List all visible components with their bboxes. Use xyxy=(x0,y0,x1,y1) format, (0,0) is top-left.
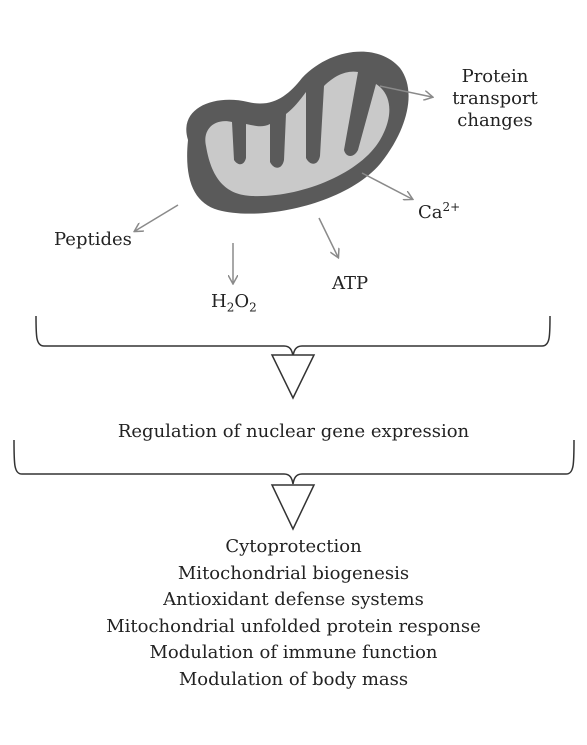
outcome-item: Modulation of immune function xyxy=(149,642,438,663)
protein-transport-line-2: transport xyxy=(452,88,538,109)
peptides-label: Peptides xyxy=(54,229,132,250)
ca-label-charge: 2+ xyxy=(442,200,461,214)
ca-label-base: Ca xyxy=(418,202,443,223)
h2o2-h-sub: 2 xyxy=(226,300,235,315)
arrow-ca xyxy=(361,172,412,199)
h2o2-o: O xyxy=(234,291,250,312)
regulation-label: Regulation of nuclear gene expression xyxy=(117,421,470,442)
h2o2-label: H2O2 xyxy=(211,291,257,319)
protein-transport-label: Protein transport changes xyxy=(440,66,550,132)
protein-transport-line-3: changes xyxy=(457,110,533,131)
ca-label: Ca2+ xyxy=(418,196,460,224)
h2o2-o-sub: 2 xyxy=(249,300,257,315)
outcome-item: Mitochondrial biogenesis xyxy=(177,562,410,584)
h2o2-h: H xyxy=(211,291,227,312)
protein-transport-line-1: Protein xyxy=(461,66,529,87)
outcome-item: Antioxidant defense systems xyxy=(163,589,424,610)
outcomes-list: Cytoprotection Mitochondrial biogenesis … xyxy=(0,534,587,693)
atp-label: ATP xyxy=(332,273,369,294)
outcome-item: Mitochondrial unfolded protein response xyxy=(106,615,481,637)
upper-brace xyxy=(35,315,551,357)
lower-brace xyxy=(13,439,575,485)
down-arrow-triangle-1 xyxy=(270,354,316,400)
outcome-item: Cytoprotection xyxy=(225,536,362,557)
arrow-atp xyxy=(318,217,338,257)
outcome-item: Modulation of body mass xyxy=(178,668,409,690)
mitochondrion-icon xyxy=(186,51,409,214)
arrow-protein-transport xyxy=(379,85,432,97)
arrow-peptides xyxy=(135,204,179,231)
down-arrow-triangle-2 xyxy=(270,484,316,531)
mitochondrion-cristae xyxy=(205,71,390,197)
